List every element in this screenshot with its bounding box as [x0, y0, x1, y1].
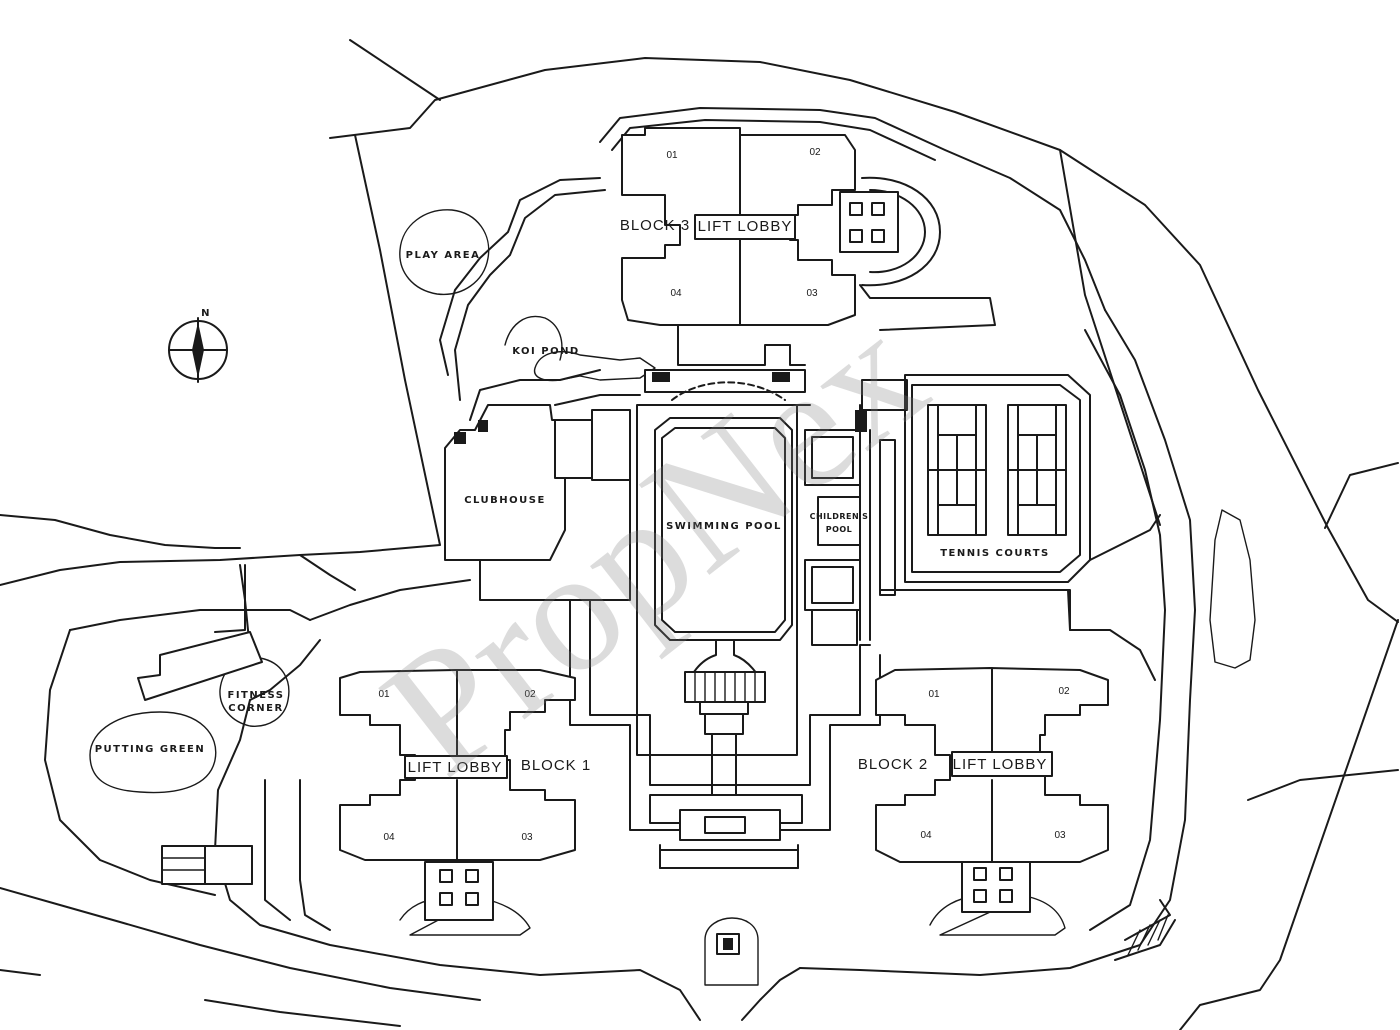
childrens-pool-label-1: CHILDREN'S: [810, 512, 869, 521]
block-1-name: BLOCK 1: [521, 757, 591, 774]
block-2-unit-03: 03: [1054, 830, 1066, 841]
block-3-name: BLOCK 3: [620, 217, 690, 234]
pool-promenade: [569, 599, 881, 869]
koi-pond-label: KOI POND: [512, 346, 580, 357]
block-1-drop-off: [424, 861, 494, 921]
block-2-name: BLOCK 2: [858, 756, 928, 773]
west-structures: [137, 564, 1171, 956]
block-1-unit-03: 03: [521, 832, 533, 843]
block-2-unit-01: 01: [928, 689, 940, 700]
fitness-corner-label-2: CORNER: [228, 703, 283, 714]
fitness-corner-label-1: FITNESS: [227, 690, 284, 701]
block-3: [621, 127, 856, 326]
block-1-unit-01: 01: [378, 689, 390, 700]
block-1-lift-lobby: LIFT LOBBY: [408, 759, 503, 776]
north-label: N: [201, 308, 211, 319]
clubhouse: [444, 394, 641, 601]
clubhouse-label: CLUBHOUSE: [464, 495, 546, 506]
block-3-drop-off: [839, 176, 941, 287]
block-2: [875, 667, 1109, 863]
putting-green-label: PUTTING GREEN: [95, 744, 206, 755]
block-3-unit-04: 04: [670, 288, 682, 299]
block-1-unit-02: 02: [524, 689, 536, 700]
block-2-unit-04: 04: [920, 830, 932, 841]
block-2-drop-off: [961, 861, 1031, 913]
block-2-unit-02: 02: [1058, 686, 1070, 697]
block-1: [339, 669, 576, 861]
block-3-lift-lobby: LIFT LOBBY: [698, 218, 793, 235]
swimming-pool-label: SWIMMING POOL: [666, 521, 782, 532]
play-area-label: PLAY AREA: [406, 250, 481, 261]
north-compass: [168, 317, 228, 383]
childrens-pool-area: [804, 379, 908, 646]
block-3-unit-01: 01: [666, 150, 678, 161]
block-3-unit-03: 03: [806, 288, 818, 299]
block-2-lift-lobby: LIFT LOBBY: [953, 756, 1048, 773]
block-3-unit-02: 02: [809, 147, 821, 158]
site-boundary: [0, 39, 1399, 1030]
block-1-unit-04: 04: [383, 832, 395, 843]
tennis-courts-label: TENNIS COURTS: [940, 548, 1050, 559]
tennis-courts: [879, 374, 1091, 631]
childrens-pool-label-2: POOL: [826, 525, 853, 534]
